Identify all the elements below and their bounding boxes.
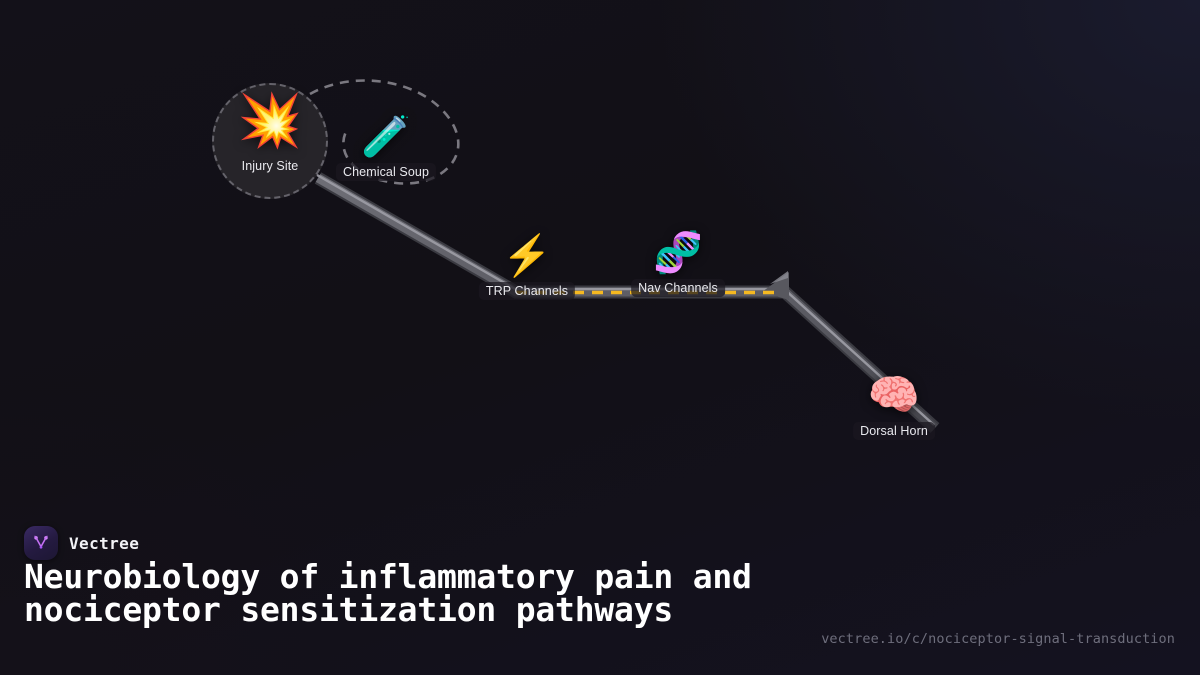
pathway-diagram: 💥 Injury Site 🧪 Chemical Soup ⚡ TRP Chan… — [212, 79, 940, 440]
brain-icon: 🧠 — [867, 371, 921, 418]
source-url: vectree.io/c/nociceptor-signal-transduct… — [821, 631, 1175, 647]
explosion-icon: 💥 — [237, 92, 303, 150]
node-label-trp-channels: TRP Channels — [478, 282, 576, 300]
page-title: Neurobiology of inflammatory pain and no… — [24, 557, 752, 629]
node-label-chemical-soup: Chemical Soup — [335, 163, 437, 181]
diagram-edges-layer — [309, 79, 940, 433]
edge-pipe-base — [314, 172, 940, 433]
node-chemical-soup[interactable]: 🧪 Chemical Soup — [335, 115, 437, 181]
injury-site-halo — [212, 83, 328, 199]
brand-name: Vectree — [69, 533, 140, 553]
vectree-logo-icon — [24, 526, 58, 560]
footer: Vectree Neurobiology of inflammatory pai… — [0, 495, 1200, 675]
node-injury-site[interactable]: 💥 Injury Site — [235, 95, 306, 175]
node-label-dorsal-horn: Dorsal Horn — [853, 422, 935, 440]
dna-helix-icon: 🧬 — [653, 231, 703, 275]
node-nav-channels[interactable]: 🧬 Nav Channels — [631, 233, 725, 297]
test-tube-icon: 🧪 — [361, 115, 411, 159]
node-trp-channels[interactable]: ⚡ TRP Channels — [478, 234, 576, 300]
node-label-injury-site: Injury Site — [241, 159, 299, 173]
node-label-nav-channels: Nav Channels — [631, 279, 725, 297]
node-dorsal-horn[interactable]: 🧠 Dorsal Horn — [853, 374, 935, 440]
brand[interactable]: Vectree — [24, 526, 139, 560]
lightning-bolt-icon: ⚡ — [502, 234, 552, 278]
